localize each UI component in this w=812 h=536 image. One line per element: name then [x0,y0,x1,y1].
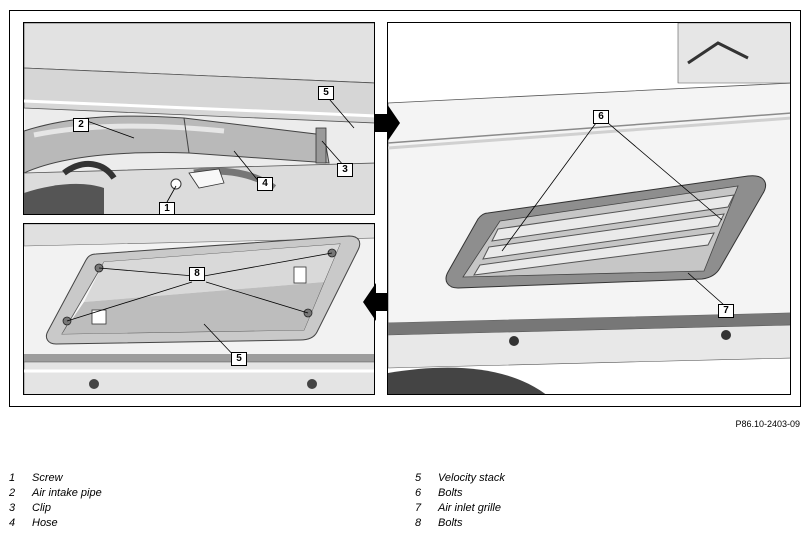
legend-item: 6 Bolts [415,486,462,501]
figure-code: P86.10-2403-09 [735,419,800,429]
callout-5: 5 [318,86,334,100]
legend-item: 2 Air intake pipe [9,486,102,501]
callout-5-lower: 5 [231,352,247,366]
legend-item: 8 Bolts [415,516,462,531]
legend-label: Screw [32,472,63,484]
legend-item: 7 Air inlet grille [415,501,501,516]
legend-label: Air inlet grille [438,502,501,514]
callout-8: 8 [189,267,205,281]
legend-label: Clip [32,502,51,514]
arrow-right-icon [375,104,400,142]
callout-6: 6 [593,110,609,124]
arrow-left-icon [363,283,388,321]
callout-4: 4 [257,177,273,191]
legend-item: 3 Clip [9,501,51,516]
figure-frame: 1 2 3 4 5 [9,10,801,407]
legend-number: 4 [9,517,16,529]
panel-velocity-stack: 8 5 [23,223,375,395]
illustration-velocity-stack [24,224,374,394]
legend-number: 3 [9,502,16,514]
legend-label: Velocity stack [438,472,505,484]
legend-number: 8 [415,517,422,529]
panel-air-inlet-grille: 6 7 [387,22,791,395]
callout-3: 3 [337,163,353,177]
legend-number: 6 [415,487,422,499]
illustration-air-intake-pipe [24,23,374,214]
panel-air-intake-pipe: 1 2 3 4 5 [23,22,375,215]
callout-1: 1 [159,202,175,214]
legend-item: 1 Screw [9,471,63,486]
legend-item: 4 Hose [9,516,58,531]
legend-label: Air intake pipe [32,487,102,499]
callout-7: 7 [718,304,734,318]
legend-item: 5 Velocity stack [415,471,505,486]
legend: 1 Screw 2 Air intake pipe 3 Clip 4 Hose 5 Vel… [9,471,809,533]
legend-number: 7 [415,502,422,514]
legend-label: Bolts [438,517,463,529]
legend-label: Hose [32,517,58,529]
legend-number: 2 [9,487,16,499]
legend-number: 1 [9,472,16,484]
callout-2: 2 [73,118,89,132]
illustration-air-inlet-grille [388,23,790,394]
legend-number: 5 [415,472,422,484]
legend-label: Bolts [438,487,463,499]
